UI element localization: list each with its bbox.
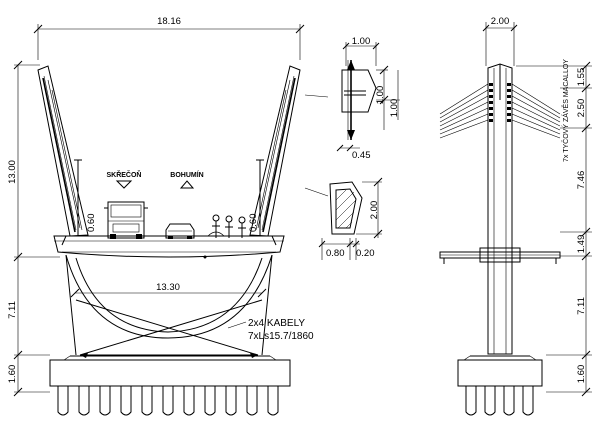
sign-skrecon: SKŘEČOŇ	[106, 170, 141, 179]
rail-height-left: 0.60	[86, 214, 97, 233]
anchor	[507, 113, 511, 116]
car-icon	[165, 223, 195, 239]
pile	[162, 386, 174, 416]
pile	[141, 386, 153, 416]
dim-mid-offset: 0.20	[356, 248, 375, 259]
direction-up-icon	[179, 180, 195, 189]
left-pylon	[37, 65, 89, 237]
hangers	[439, 83, 561, 139]
dim-side-anchor: 2.50	[576, 99, 587, 118]
hanger-note: 7x TYČOVÝ ZÁVĚS MACALLOY	[561, 59, 570, 162]
detail-mid: 2.00 0.80 0.20	[318, 177, 383, 260]
foundation-left	[49, 355, 291, 416]
pile	[522, 386, 534, 416]
pile	[484, 386, 496, 416]
dim-deck-width: 13.30	[156, 282, 180, 293]
pile	[183, 386, 195, 416]
dim-height-base: 1.60	[7, 365, 18, 384]
anchor	[489, 101, 493, 104]
pylon-details: 1.00 1.00 1.00 0.45	[304, 36, 400, 260]
dim-side-deck: 1.49	[576, 235, 587, 254]
hanger-right	[511, 83, 561, 115]
pile	[57, 386, 69, 416]
pile	[503, 386, 515, 416]
cross-section: 18.16 13.00 7.11 1.60	[7, 16, 314, 416]
cable-note-2: 7xLs15.7/1860	[248, 331, 314, 342]
hanger-left	[439, 101, 489, 127]
dim-height-pylon: 13.00	[7, 160, 18, 184]
pile	[465, 386, 477, 416]
dim-side-top: 1.55	[576, 68, 587, 87]
hanger-left	[439, 119, 489, 139]
pile	[99, 386, 111, 416]
dim-height-cable: 7.11	[7, 301, 18, 319]
dim-top-width: 1.00	[352, 36, 371, 47]
pile	[78, 386, 90, 416]
anchor	[507, 83, 511, 86]
dim-mid-height: 2.00	[369, 201, 380, 220]
dim-top-offset: 0.45	[352, 150, 371, 161]
anchor	[489, 95, 493, 98]
deck	[53, 235, 285, 259]
hanger-right	[511, 113, 561, 135]
direction-down-icon	[115, 180, 133, 189]
anchor	[489, 119, 493, 122]
pile	[204, 386, 216, 416]
side-elevation: 2.00 1.55 2.	[439, 16, 592, 416]
anchor	[507, 119, 511, 122]
anchor	[489, 89, 493, 92]
hanger-left	[439, 95, 489, 123]
hanger-right	[511, 107, 561, 131]
pile	[246, 386, 258, 416]
cable-note-1: 2x4 KABELY	[248, 318, 305, 329]
hanger-left	[439, 107, 489, 131]
right-pylon	[249, 65, 301, 237]
dim-top-height-2: 1.00	[389, 99, 400, 118]
pile	[120, 386, 132, 416]
detail-top: 1.00 1.00 1.00 0.45	[336, 36, 400, 161]
anchor	[489, 107, 493, 110]
dim-side-base: 1.60	[576, 365, 587, 384]
hanger-right	[511, 101, 561, 127]
hanger-left	[439, 113, 489, 135]
anchor	[507, 89, 511, 92]
hanger-right	[511, 119, 561, 139]
anchor	[489, 83, 493, 86]
hanger-left	[439, 83, 489, 115]
truck-icon	[104, 201, 148, 239]
sign-bohumin: BOHUMÍN	[170, 170, 203, 179]
dim-top-height-1: 1.00	[375, 86, 386, 105]
anchor	[507, 107, 511, 110]
dim-mid-width: 0.80	[326, 248, 345, 259]
hanger-right	[511, 89, 561, 119]
dim-side-lower: 7.11	[576, 297, 587, 315]
anchor	[507, 95, 511, 98]
hanger-right	[511, 95, 561, 123]
anchor	[489, 113, 493, 116]
anchor	[507, 101, 511, 104]
hanger-left	[439, 89, 489, 119]
dim-side-mid: 7.46	[576, 171, 587, 190]
pile	[225, 386, 237, 416]
dim-side-width: 2.00	[491, 16, 510, 27]
arch-frame: 13.30	[65, 254, 273, 358]
dim-width-total: 18.16	[157, 16, 181, 27]
pile	[267, 386, 279, 416]
rail-height-right: 0.60	[248, 214, 259, 233]
pedestrians-icon	[207, 214, 246, 238]
